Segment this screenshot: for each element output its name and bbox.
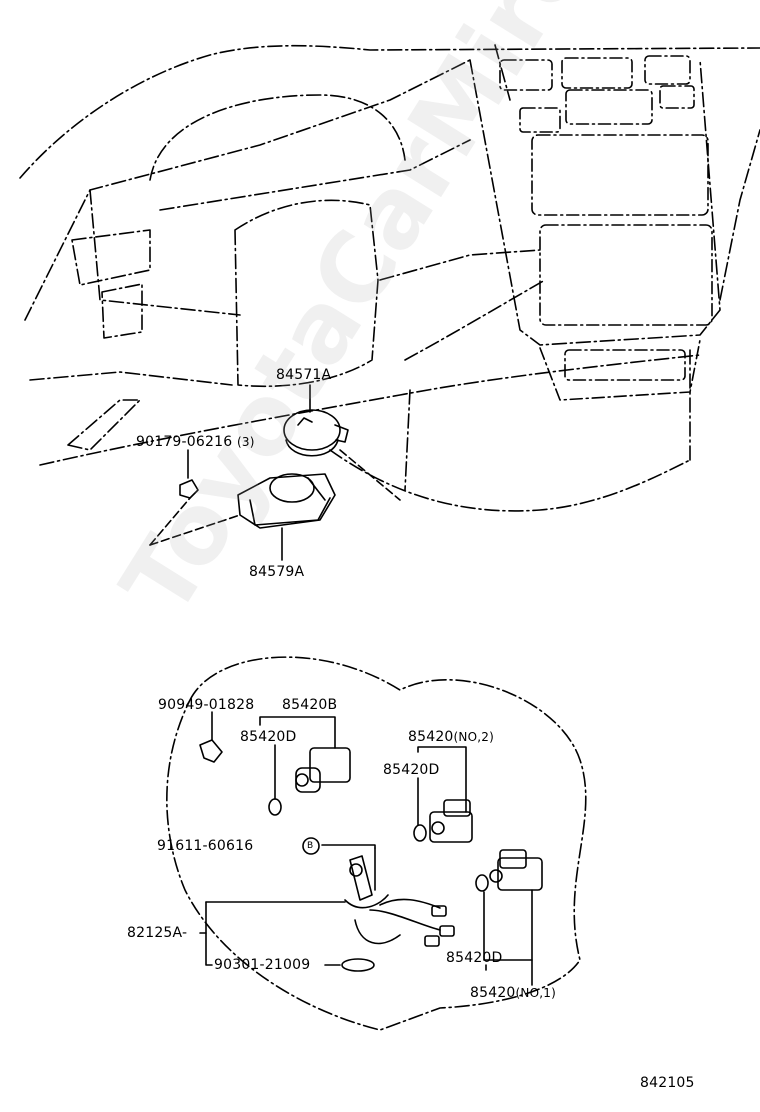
part-label-85420-no1[interactable]: 85420(NO,1) [470,985,556,1001]
part-label-84579A[interactable]: 84579A [249,564,305,580]
solenoid-85420-no2-drawing [413,746,473,843]
diagram-code: 842105 [640,1075,695,1091]
part-label-85420D-left[interactable]: 85420D [240,729,297,745]
clip-90179-drawing [179,449,199,499]
part-label-85420-no2[interactable]: 85420(NO,2) [408,729,494,745]
transmission-outline [166,656,587,1031]
part-label-84571A[interactable]: 84571A [276,367,332,383]
switch-84571A-drawing [283,384,349,457]
dashed-leaders-upper [149,449,401,546]
part-number-85420-no2: 85420 [408,729,454,745]
part-number-90179: 90179-06216 [136,434,233,450]
callout-b-circle [302,837,320,855]
part-label-85420D-mid[interactable]: 85420D [383,762,440,778]
center-console [499,55,713,401]
sensor-82125A-drawing [321,844,455,972]
part-label-85420B[interactable]: 85420B [282,697,338,713]
part-label-90949-01828[interactable]: 90949-01828 [158,697,255,713]
part-number-85420-no1: 85420 [470,985,516,1001]
part-suffix-no2: (NO,2) [453,730,494,744]
bracket-90949-drawing [199,711,223,763]
leader-lines-82125A [199,901,346,966]
solenoid-85420-no1-drawing [475,849,543,986]
bezel-84579A-drawing [237,473,336,561]
part-label-85420D-right[interactable]: 85420D [446,950,503,966]
dashboard-outline [19,44,760,512]
part-suffix-no1: (NO,1) [515,986,556,1000]
callout-b-label: B [307,841,314,851]
part-qty-90179: (3) [236,435,255,449]
part-label-90301-21009[interactable]: 90301-21009 [214,957,311,973]
part-label-91611-60616[interactable]: 91611-60616 [157,838,254,854]
solenoid-85420B-drawing [259,716,351,816]
part-label-82125A[interactable]: 82125A- [127,925,188,941]
part-label-90179-06216[interactable]: 90179-06216 (3) [136,434,255,450]
